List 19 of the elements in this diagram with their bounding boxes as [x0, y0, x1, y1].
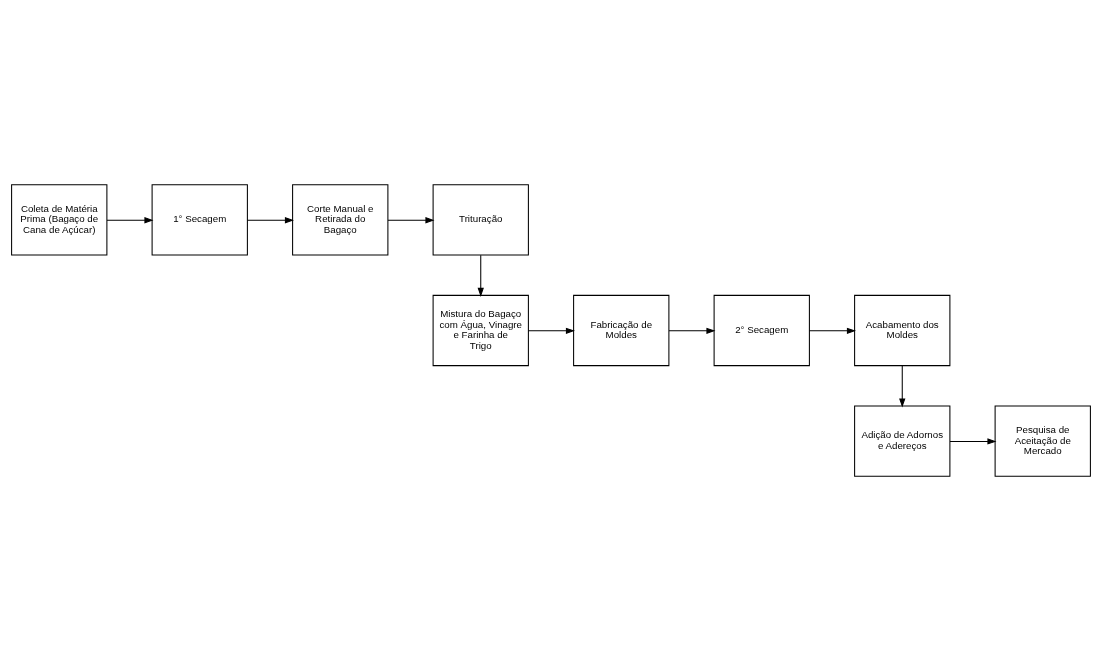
arrow	[247, 216, 294, 223]
arrow	[477, 254, 484, 297]
node-box: Fabricação de Moldes	[573, 294, 670, 366]
node-box: 2° Secagem	[713, 294, 810, 366]
arrow	[528, 327, 575, 334]
arrow	[949, 437, 997, 445]
arrow	[668, 327, 716, 334]
node-box: Adição de Adornos e Adereços	[854, 404, 951, 477]
arrow	[809, 327, 856, 334]
arrow	[387, 216, 435, 223]
arrow	[106, 216, 154, 223]
node-box: Coleta de Matéria Prima (Bagaço de Cana de Açúcar)	[11, 183, 108, 256]
node-box: Corte Manual e Retirada do Bagaço	[292, 183, 389, 256]
node-box: Trituração	[432, 183, 529, 256]
arrow	[899, 364, 906, 407]
node-box: Mistura do Bagaço com Água, Vinagre e Farinha de Trigo	[432, 294, 529, 366]
node-box: Pesquisa de Aceitação de Mercado	[994, 404, 1091, 477]
node-box: Acabamento dos Moldes	[854, 294, 951, 366]
node-box: 1° Secagem	[151, 183, 248, 256]
